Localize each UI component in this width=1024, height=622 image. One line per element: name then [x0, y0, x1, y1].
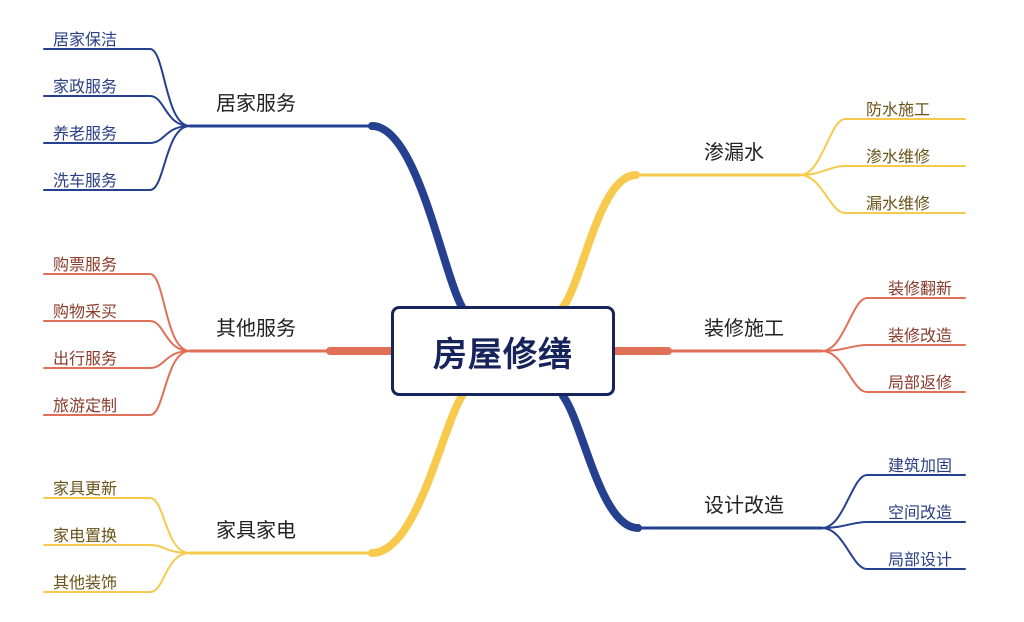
branch-connector [559, 392, 642, 532]
root-label: 房屋修缮 [433, 334, 573, 375]
branch-label[interactable]: 渗漏水 [704, 140, 764, 164]
leaf-connector [43, 497, 191, 554]
leaf-connector [43, 350, 191, 369]
leaf-connector [821, 521, 966, 529]
leaf-connector [43, 125, 191, 191]
leaf-connector [43, 48, 191, 127]
branch-connector [368, 122, 466, 311]
leaf-connector [821, 527, 966, 570]
leaf-label[interactable]: 旅游定制 [53, 396, 118, 415]
branch-label[interactable]: 居家服务 [216, 91, 296, 115]
leaf-connector [43, 552, 191, 593]
leaf-label[interactable]: 局部设计 [888, 550, 953, 569]
leaf-label[interactable]: 养老服务 [53, 124, 118, 143]
leaf-label[interactable]: 装修翻新 [888, 279, 953, 298]
leaf-connector [43, 350, 191, 416]
leaf-connector [43, 95, 191, 127]
leaf-label[interactable]: 防水施工 [866, 100, 931, 119]
leaf-label[interactable]: 渗水维修 [866, 147, 931, 166]
leaf-connector [821, 350, 966, 393]
leaf-label[interactable]: 购票服务 [53, 255, 118, 274]
leaf-connector [43, 320, 191, 352]
leaf-label[interactable]: 漏水维修 [866, 194, 931, 213]
leaf-label[interactable]: 空间改造 [888, 503, 953, 522]
branch-label[interactable]: 设计改造 [704, 493, 784, 517]
leaf-label[interactable]: 家电置换 [53, 526, 118, 545]
leaf-label[interactable]: 购物采买 [53, 302, 118, 321]
branch-connector [368, 392, 466, 557]
leaf-connector [799, 118, 966, 176]
leaf-connector [821, 297, 966, 352]
leaf-label[interactable]: 其他装饰 [53, 573, 118, 592]
leaf-label[interactable]: 洗车服务 [53, 171, 118, 190]
leaf-label[interactable]: 家具更新 [53, 479, 118, 498]
leaf-connector [821, 344, 966, 352]
leaf-connector [821, 474, 966, 529]
leaf-connector [43, 544, 191, 554]
leaf-label[interactable]: 局部返修 [888, 373, 953, 392]
leaf-label[interactable]: 出行服务 [53, 349, 118, 368]
leaf-label[interactable]: 建筑加固 [888, 456, 953, 475]
branch-label[interactable]: 家具家电 [216, 518, 296, 542]
leaf-connector [799, 165, 966, 176]
branch-label[interactable]: 其他服务 [216, 316, 296, 340]
leaf-connector [43, 273, 191, 352]
branch-label[interactable]: 装修施工 [704, 316, 784, 340]
leaf-connector [43, 125, 191, 144]
leaf-label[interactable]: 居家保洁 [53, 30, 118, 49]
leaf-label[interactable]: 家政服务 [53, 77, 118, 96]
leaf-label[interactable]: 装修改造 [888, 326, 953, 345]
leaf-connector [799, 174, 966, 214]
root-node[interactable]: 房屋修缮 [391, 306, 615, 396]
branch-connector [559, 171, 640, 311]
